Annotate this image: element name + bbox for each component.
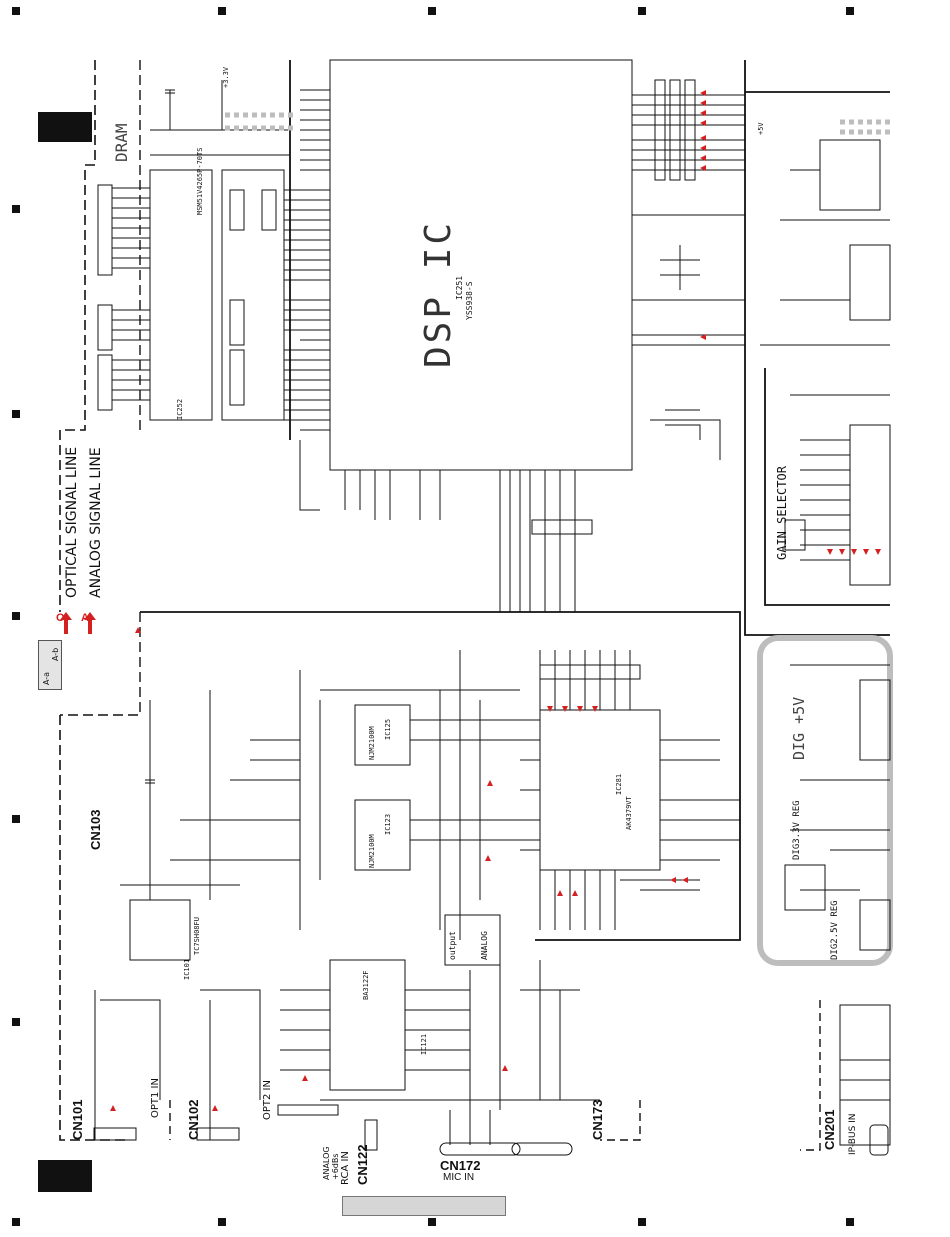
dram-label: DRAM xyxy=(112,123,131,162)
connector-cn103: CN103 xyxy=(88,809,103,850)
connector-cn101: CN101 xyxy=(70,1099,85,1140)
dig-25v-reg-label: DIG2.5V REG xyxy=(830,900,840,960)
analog-arrow xyxy=(84,612,96,634)
sel-part-label: BA3122F xyxy=(362,970,370,1000)
opt-rx-part-label: TC7SH08FU xyxy=(193,917,201,955)
dsp-part-label: YSS938-S xyxy=(465,281,474,320)
registration-mark xyxy=(638,7,646,15)
dram-ref-label: IC252 xyxy=(176,398,184,420)
connector-cn122-desc: RCA IN xyxy=(340,1151,351,1185)
analog-letter: A xyxy=(81,612,89,624)
optical-signal-legend: OPTICAL SIGNAL LINE xyxy=(64,446,80,598)
optical-letter: O xyxy=(56,612,65,624)
sheet-index-b: A-b xyxy=(51,647,60,661)
opt-rx-ref-label: IC101 xyxy=(183,958,191,980)
sel-ref-label: IC121 xyxy=(420,1033,428,1055)
connector-cn201: CN201 xyxy=(822,1109,837,1150)
registration-mark xyxy=(428,7,436,15)
registration-mark xyxy=(218,1218,226,1226)
dig-33v-reg-label: DIG3.3V REG xyxy=(792,800,802,860)
dsp-ic-label: DSP IC xyxy=(418,219,459,368)
registration-mark xyxy=(12,205,20,213)
analog-signal-legend: ANALOG SIGNAL LINE xyxy=(88,447,104,598)
opamp1-ref-label: IC125 xyxy=(384,718,392,740)
registration-mark xyxy=(846,1218,854,1226)
registration-mark xyxy=(12,1018,20,1026)
dig-5v-label: DIG +5V xyxy=(790,696,808,760)
registration-mark xyxy=(12,612,20,620)
output-label: output xyxy=(448,931,457,960)
sheet-index-box: A-a A-b xyxy=(38,640,62,690)
analog-block-label: ANALOG xyxy=(480,931,489,960)
section-tab xyxy=(38,1160,92,1192)
connector-cn172: CN172 xyxy=(440,1158,481,1173)
registration-mark xyxy=(12,410,20,418)
connector-cn201-desc: IP-BUS IN xyxy=(848,1113,858,1155)
supply-33v-label: +3.3V xyxy=(222,66,230,88)
supply-5v-label: +5V xyxy=(757,122,765,135)
opamp2-ref-label: IC123 xyxy=(384,813,392,835)
connector-cn101-desc: OPT1 IN xyxy=(150,1078,161,1118)
adc-ref-label: IC281 xyxy=(615,773,623,795)
dsp-ref-label: IC251 xyxy=(455,275,464,300)
opamp2-part-label: NJM2100M xyxy=(368,834,376,868)
connector-cn173: CN173 xyxy=(590,1099,605,1140)
footer-bar xyxy=(342,1196,506,1216)
opamp1-part-label: NJM2100M xyxy=(368,726,376,760)
registration-mark xyxy=(12,1218,20,1226)
connector-cn122: CN122 xyxy=(355,1144,370,1185)
registration-mark xyxy=(12,7,20,15)
optical-arrow xyxy=(60,612,72,634)
sheet-index-a: A-a xyxy=(42,671,51,685)
registration-mark xyxy=(428,1218,436,1226)
registration-mark xyxy=(218,7,226,15)
section-tab xyxy=(38,112,92,142)
registration-mark xyxy=(638,1218,646,1226)
connector-cn102-desc: OPT2 IN xyxy=(262,1080,273,1120)
connector-cn102: CN102 xyxy=(186,1099,201,1140)
adc-part-label: AK4379VT xyxy=(625,796,633,830)
gain-selector-label: GAIN SELECTOR xyxy=(775,466,789,560)
rca-gain-note: ANALOG +6dBs xyxy=(322,1146,340,1180)
dram-part-label: MSM51V4265P-70TS xyxy=(196,147,204,215)
registration-mark xyxy=(12,815,20,823)
registration-mark xyxy=(846,7,854,15)
connector-cn172-desc: MIC IN xyxy=(443,1172,475,1183)
